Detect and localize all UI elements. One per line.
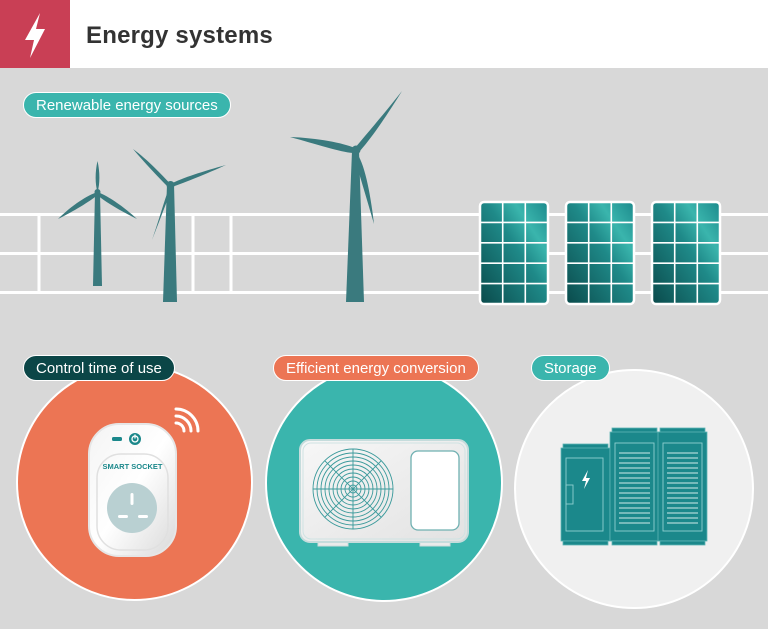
renewable-energy-label: Renewable energy sources: [23, 92, 231, 118]
solar-panel-icon: [650, 200, 722, 306]
wind-turbine-icon: [58, 161, 137, 286]
storage-circle: [514, 369, 754, 609]
solar-panel-icon: [564, 200, 636, 306]
renewable-scene: [0, 91, 768, 306]
heat-pump-unit-icon: [299, 439, 469, 547]
fan-grille-icon: [312, 448, 394, 530]
page-title: Energy systems: [86, 22, 273, 49]
control-time-of-use-label: Control time of use: [23, 355, 175, 381]
storage-label: Storage: [531, 355, 610, 381]
header-bar: Energy systems: [0, 0, 768, 68]
fence-lines: [0, 213, 768, 294]
wifi-signal-icon: [174, 407, 200, 433]
efficient-energy-conversion-label: Efficient energy conversion: [273, 355, 479, 381]
solar-panel-icon: [478, 200, 550, 306]
logo-box: [0, 0, 70, 68]
smart-socket-icon: [88, 407, 200, 557]
lightning-bolt-icon: [25, 13, 45, 58]
wind-turbine-icon: [290, 91, 402, 302]
wind-turbine-icon: [133, 149, 226, 302]
infographic-canvas: Renewable energy sources SMART SOCKET Co…: [0, 68, 768, 629]
lightning-bolt-icon: [582, 470, 590, 489]
battery-storage-cabinet-icon: [560, 427, 708, 546]
smart-socket-text: SMART SOCKET: [102, 462, 163, 471]
